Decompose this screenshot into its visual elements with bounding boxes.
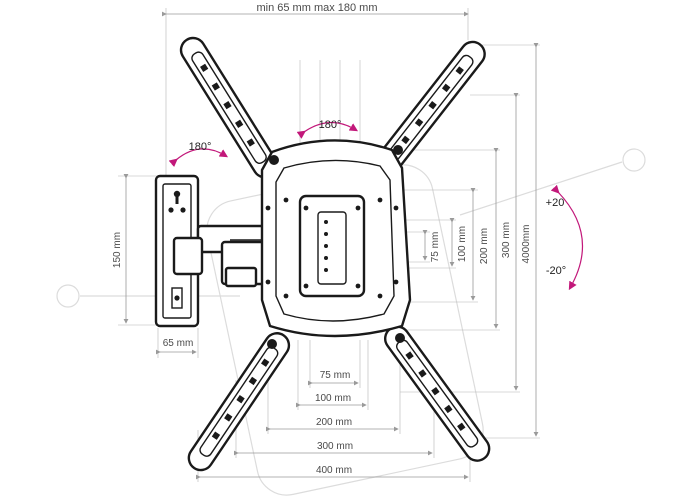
- rotate-label: 180°: [319, 119, 342, 131]
- tilt-down-label: -20°: [546, 265, 566, 277]
- horizontal-100-label: 100 mm: [315, 393, 351, 404]
- horizontal-300-label: 300 mm: [317, 441, 353, 452]
- plate-height-label: 150 mm: [112, 232, 123, 268]
- vertical-100-label: 100 mm: [457, 226, 468, 262]
- horizontal-200-label: 200 mm: [316, 417, 352, 428]
- horizontal-75-label: 75 mm: [320, 370, 351, 381]
- vertical-75-label: 75 mm: [430, 232, 441, 263]
- swivel-label: 180°: [189, 141, 212, 153]
- vesa-arms: [179, 36, 491, 472]
- tv-plate: [260, 139, 412, 349]
- rotation-arrows: [168, 121, 583, 291]
- vertical-200-label: 200 mm: [479, 228, 490, 264]
- vertical-400-label: 4000mm: [521, 225, 532, 264]
- horizontal-400-label: 400 mm: [316, 465, 352, 476]
- plate-width-label: 65 mm: [163, 338, 194, 349]
- vertical-300-label: 300 mm: [501, 222, 512, 258]
- arm-extension-label: min 65 mm max 180 mm: [256, 2, 377, 14]
- tilt-up-label: +20: [546, 197, 565, 209]
